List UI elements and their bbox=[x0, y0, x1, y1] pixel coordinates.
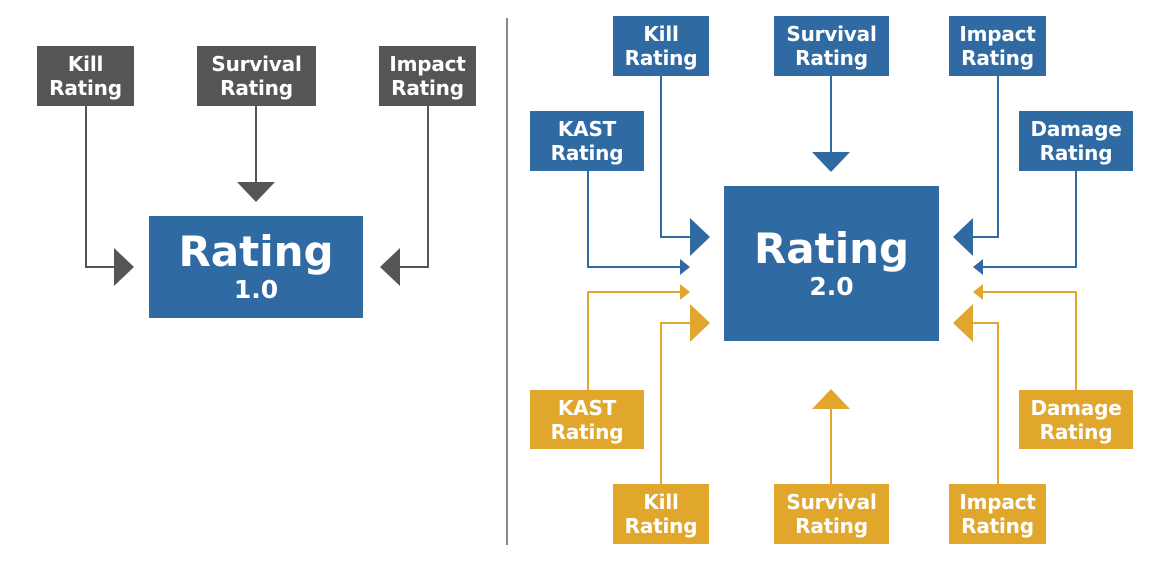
v1-impact-line2: Rating bbox=[391, 76, 464, 100]
v2-pos-kast-line2: Rating bbox=[550, 141, 624, 165]
v2-pos-damage-rating-box: Damage Rating bbox=[1019, 111, 1133, 171]
v2-neg-survival-arrowhead bbox=[812, 389, 850, 409]
v2-rating-version: 2.0 bbox=[809, 271, 854, 301]
v1-kill-line1: Kill bbox=[67, 52, 104, 76]
v2-neg-impact-line2: Rating bbox=[961, 514, 1034, 538]
v2-pos-damage-connector bbox=[983, 171, 1077, 268]
v1-rating-version: 1.0 bbox=[233, 275, 279, 304]
v1-kill-line2: Rating bbox=[49, 76, 122, 100]
v2-pos-kill-line2: Rating bbox=[624, 46, 698, 70]
v2-pos-kill-rating-box: Kill Rating bbox=[613, 16, 709, 76]
v2-neg-impact-arrowhead bbox=[953, 304, 973, 342]
v2-pos-impact-line1: Impact bbox=[959, 22, 1036, 46]
v2-pos-survival-line2: Rating bbox=[795, 46, 868, 70]
v2-pos-survival-line1: Survival bbox=[786, 22, 877, 46]
v2-pos-kill-arrowhead bbox=[690, 218, 710, 256]
v2-rating-center-box: Rating 2.0 bbox=[724, 186, 939, 341]
v2-pos-kast-connector bbox=[587, 171, 680, 268]
v1-impact-rating-box: Impact Rating bbox=[379, 46, 476, 106]
v2-neg-kill-arrowhead bbox=[690, 304, 710, 342]
v2-neg-damage-connector bbox=[983, 291, 1077, 390]
v2-neg-survival-line2: Rating bbox=[795, 514, 868, 538]
v2-pos-damage-line1: Damage bbox=[1030, 117, 1122, 141]
v2-neg-kill-line2: Rating bbox=[624, 514, 698, 538]
v2-neg-damage-line2: Rating bbox=[1039, 419, 1113, 444]
v2-neg-damage-arrowhead bbox=[973, 284, 983, 300]
v2-pos-impact-line2: Rating bbox=[961, 46, 1034, 70]
v1-kill-arrowhead bbox=[114, 248, 134, 286]
v2-pos-survival-arrowhead bbox=[812, 152, 850, 172]
v2-neg-kast-line2: Rating bbox=[550, 419, 624, 444]
v2-neg-kast-rating-box: KAST Rating bbox=[530, 390, 644, 449]
v2-neg-damage-line1: Damage bbox=[1030, 395, 1122, 420]
v2-neg-kast-arrowhead bbox=[680, 284, 690, 300]
v1-survival-line2: Rating bbox=[220, 76, 293, 100]
v2-neg-survival-line1: Survival bbox=[786, 490, 877, 514]
v2-neg-impact-rating-box: Impact Rating bbox=[949, 484, 1046, 544]
v1-impact-connector bbox=[400, 106, 429, 268]
v1-impact-arrowhead bbox=[380, 248, 400, 286]
v2-pos-impact-rating-box: Impact Rating bbox=[949, 16, 1046, 76]
v2-pos-kast-arrowhead bbox=[680, 259, 690, 275]
v2-neg-kast-connector bbox=[587, 291, 680, 390]
v1-impact-line1: Impact bbox=[389, 52, 466, 76]
v2-neg-kill-rating-box: Kill Rating bbox=[613, 484, 709, 544]
v1-kill-rating-box: Kill Rating bbox=[37, 46, 134, 106]
v2-neg-kill-line1: Kill bbox=[643, 490, 679, 514]
v2-pos-kast-rating-box: KAST Rating bbox=[530, 111, 644, 171]
v2-neg-kill-connector bbox=[660, 322, 690, 484]
v2-neg-damage-rating-box: Damage Rating bbox=[1019, 390, 1133, 449]
v2-pos-damage-arrowhead bbox=[973, 259, 983, 275]
v2-neg-survival-rating-box: Survival Rating bbox=[774, 484, 889, 544]
v1-rating-title: Rating bbox=[178, 227, 334, 276]
v1-survival-arrowhead bbox=[237, 182, 275, 202]
v2-pos-damage-line2: Rating bbox=[1039, 141, 1113, 165]
v1-survival-line1: Survival bbox=[211, 52, 302, 76]
v2-pos-survival-rating-box: Survival Rating bbox=[774, 16, 889, 76]
v2-pos-kill-line1: Kill bbox=[643, 22, 679, 46]
v1-kill-connector bbox=[85, 106, 114, 268]
v2-rating-title: Rating bbox=[753, 223, 910, 273]
v2-neg-impact-connector bbox=[973, 322, 999, 484]
v2-pos-kill-connector bbox=[660, 76, 690, 238]
v2-pos-impact-arrowhead bbox=[953, 218, 973, 256]
v1-rating-center-box: Rating 1.0 bbox=[149, 216, 363, 318]
v1-survival-rating-box: Survival Rating bbox=[197, 46, 316, 106]
v2-pos-kast-line1: KAST bbox=[557, 117, 617, 141]
v2-neg-impact-line1: Impact bbox=[959, 490, 1036, 514]
v2-neg-kast-line1: KAST bbox=[557, 395, 617, 420]
v2-pos-impact-connector bbox=[973, 76, 999, 238]
